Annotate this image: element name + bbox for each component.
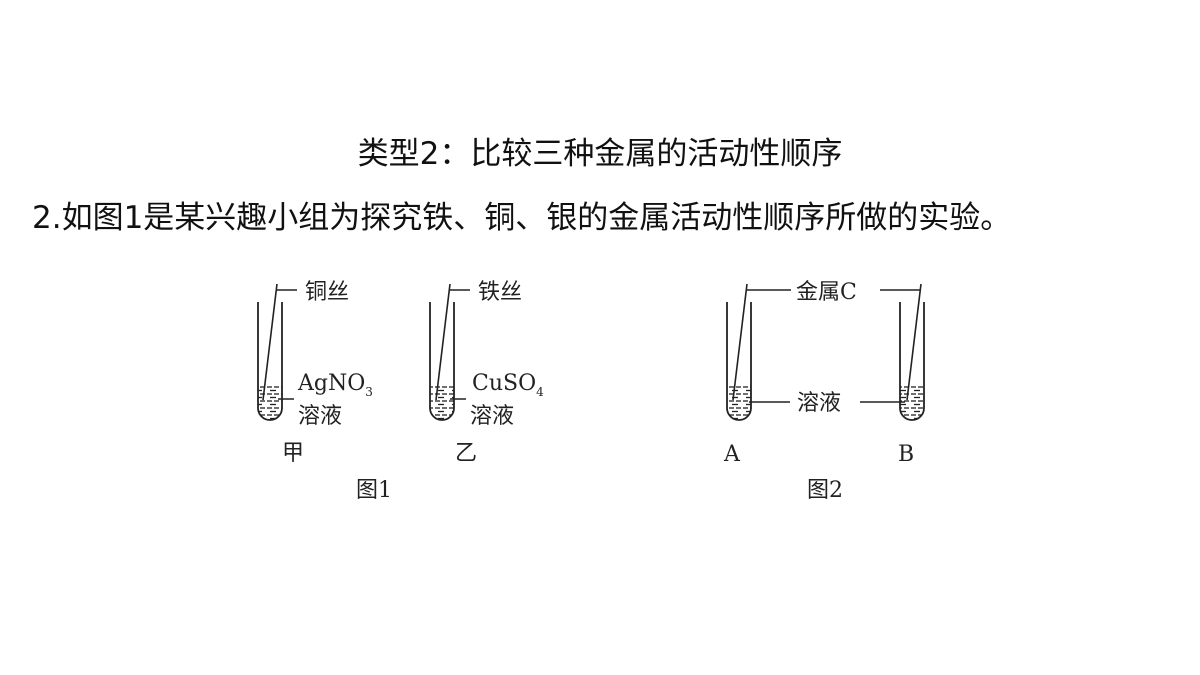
- test-tube-yi: 铁丝 CuSO4 溶液 乙: [429, 280, 544, 466]
- tube-a-label: A: [723, 442, 741, 467]
- tube-jia-liquid: [258, 386, 282, 420]
- tube-b-liquid: [900, 386, 924, 420]
- tube-yi-outline: [429, 302, 455, 421]
- figure1: 铜丝 AgNO3 溶液 甲 铁丝 CuSO4 溶液 乙 图1: [257, 280, 544, 503]
- tube-label-jia: 甲: [282, 441, 304, 466]
- wire-label-yi: 铁丝: [478, 280, 522, 305]
- iron-wire: [435, 283, 451, 401]
- metal-c-wire-a: [732, 283, 748, 401]
- figure2: A B 金属C 溶液 图2: [723, 280, 925, 503]
- wire-label-jia: 铜丝: [305, 280, 349, 305]
- figure1-caption: 图1: [356, 478, 392, 503]
- tube-b-outline: [899, 302, 925, 421]
- solution-word-jia: 溶液: [298, 404, 342, 429]
- tube-b-label: B: [898, 442, 914, 467]
- solution-label: 溶液: [797, 391, 841, 416]
- test-tube-b: B: [898, 283, 925, 467]
- metal-c-wire-b: [906, 283, 922, 401]
- figure2-caption: 图2: [807, 478, 843, 503]
- test-tube-jia: 铜丝 AgNO3 溶液 甲: [257, 280, 373, 466]
- solution-word-yi: 溶液: [470, 404, 514, 429]
- copper-wire: [262, 283, 278, 401]
- tube-a-liquid: [727, 386, 751, 420]
- tube-jia-outline: [257, 302, 283, 421]
- tube-a-outline: [726, 302, 752, 421]
- tube-label-yi: 乙: [455, 441, 477, 466]
- metal-c-label: 金属C: [796, 280, 857, 305]
- test-tube-a: A: [723, 283, 752, 467]
- tube-yi-liquid: [430, 386, 454, 420]
- section-title: 类型2：比较三种金属的活动性顺序: [357, 136, 843, 172]
- question-text: 2.如图1是某兴趣小组为探究铁、铜、银的金属活动性顺序所做的实验。: [32, 200, 1012, 236]
- solution-formula-yi: CuSO4: [472, 371, 544, 399]
- solution-formula-jia: AgNO3: [297, 371, 373, 399]
